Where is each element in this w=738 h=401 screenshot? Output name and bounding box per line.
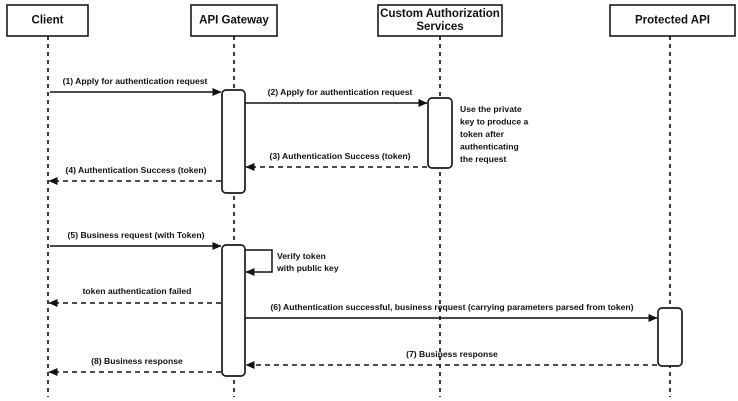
activation-bar-custom_auth[interactable] — [427, 97, 453, 169]
message-label-2: (2) Apply for authentication request — [268, 87, 413, 97]
participant-label-custom_auth: Custom Authorization — [380, 8, 500, 20]
self-message-label-verify-token: with public key — [276, 263, 339, 273]
message-label-3: (3) Authentication Success (token) — [269, 151, 410, 161]
message-label-5: (5) Business request (with Token) — [68, 230, 205, 240]
activation-bar-group — [221, 89, 683, 377]
participant-label-protected_api: Protected API — [635, 15, 710, 27]
participant-label-custom_auth: Services — [416, 21, 463, 33]
self-message-label-verify-token: Verify token — [277, 251, 326, 261]
message-label-8: (8) Business response — [91, 356, 183, 366]
note-line-private-key: Use the private — [460, 104, 522, 114]
message-label-token-auth-failed: token authentication failed — [83, 286, 192, 296]
message-label-4: (4) Authentication Success (token) — [65, 165, 206, 175]
self-message-group: Verify token with public key — [245, 249, 339, 276]
message-label-1: (1) Apply for authentication request — [63, 76, 208, 86]
participant-box-protected_api[interactable] — [609, 4, 736, 37]
note-group: Use the private key to produce a token aft… — [460, 104, 529, 164]
message-label-6: (6) Authentication successful, business … — [270, 302, 633, 312]
participant-label-client: Client — [32, 15, 64, 27]
activation-bar-api_gateway[interactable] — [221, 89, 246, 194]
activation-bar-api_gateway[interactable] — [221, 244, 246, 377]
note-line-private-key: authenticating — [460, 142, 519, 152]
note-line-private-key: key to produce a — [460, 117, 529, 127]
activation-bar-protected_api[interactable] — [657, 307, 683, 367]
message-label-7: (7) Business response — [406, 349, 498, 359]
note-line-private-key: the request — [460, 154, 506, 164]
participant-box-client[interactable] — [6, 4, 89, 37]
participant-header-group: Client API Gateway Custom AuthorizationSer… — [6, 4, 736, 37]
participant-label-api_gateway: API Gateway — [199, 15, 269, 27]
self-message-arrow-verify-token — [245, 249, 273, 276]
message-group: (1) Apply for authentication request (2) … — [48, 76, 658, 376]
note-line-private-key: token after — [460, 129, 505, 139]
